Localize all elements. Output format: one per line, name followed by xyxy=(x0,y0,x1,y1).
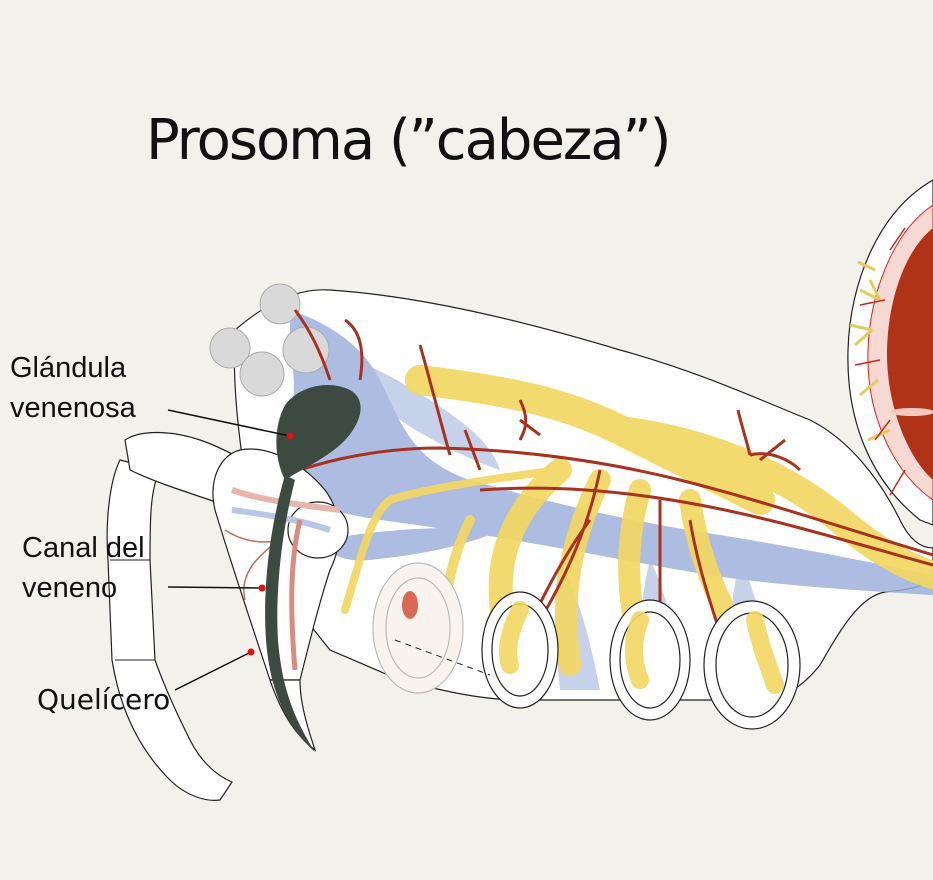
diagram-title: Prosoma (”cabeza”) xyxy=(146,108,671,173)
venom-gland xyxy=(276,385,361,480)
eyes xyxy=(209,283,330,397)
eye xyxy=(259,283,301,325)
pointer-dot-quelicero xyxy=(247,648,255,656)
label-canal-del-veneno: Canal del veneno xyxy=(22,528,145,608)
opisthosoma-heart-region xyxy=(847,179,933,526)
pedipalp xyxy=(106,459,233,801)
label-quelicero: Quelícero xyxy=(37,683,171,716)
label-line: Canal del xyxy=(22,532,145,564)
dashed-line xyxy=(394,639,491,676)
eye xyxy=(282,326,330,374)
leg-inner-nerves xyxy=(499,601,784,694)
eye xyxy=(239,351,285,397)
label-line: venenosa xyxy=(10,392,136,424)
label-glandula-venenosa: Glándula venenosa xyxy=(10,348,136,428)
label-pointers xyxy=(167,409,294,691)
pointer-dot-glandula xyxy=(286,432,294,440)
venom-duct xyxy=(265,475,315,752)
leg-bases xyxy=(372,562,801,730)
label-line: Glándula xyxy=(10,352,127,384)
label-line: veneno xyxy=(22,572,118,604)
eye xyxy=(209,327,251,369)
artery-layer xyxy=(293,309,933,696)
pointer-dot-canal xyxy=(258,584,266,592)
